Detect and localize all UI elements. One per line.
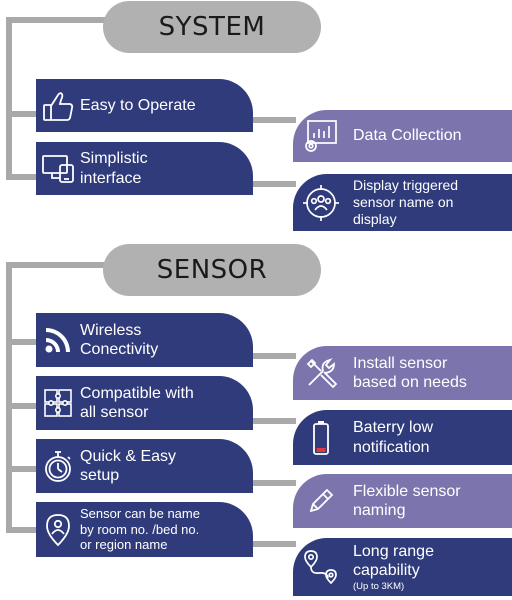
stopwatch-icon <box>36 448 80 484</box>
connector-wireless <box>6 339 38 345</box>
chart-gear-icon <box>299 118 343 154</box>
puzzle-icon <box>36 386 80 420</box>
connector-battery <box>252 418 296 424</box>
card-wireless: Wireless Conectivity <box>36 313 253 367</box>
long-range-sublabel: (Up to 3KM) <box>353 580 405 592</box>
thumbs-up-icon <box>36 89 80 123</box>
flexible-naming-label: Flexible sensor naming <box>353 482 461 519</box>
long-range-block: Long range capability (Up to 3KM) <box>353 542 434 593</box>
long-range-label: Long range capability <box>353 542 434 579</box>
data-collection-label: Data Collection <box>353 127 462 145</box>
easy-to-operate-label: Easy to Operate <box>80 96 196 114</box>
card-sensor-naming: Sensor can be name by room no. /bed no. … <box>36 502 253 557</box>
card-install-sensor: Install sensor based on needs <box>293 346 512 400</box>
connector-compatible <box>6 403 38 409</box>
system-header: SYSTEM <box>103 1 321 53</box>
display-triggered-label: Display triggered sensor name on display <box>353 177 459 227</box>
card-easy-to-operate: Easy to Operate <box>36 79 253 132</box>
sensor-title: SENSOR <box>156 255 268 285</box>
pencil-icon <box>299 486 343 516</box>
install-sensor-label: Install sensor based on needs <box>353 354 467 391</box>
compatible-label: Compatible with all sensor <box>80 384 194 421</box>
card-battery-low: Baterry low notification <box>293 410 512 465</box>
connector-quick <box>6 466 38 472</box>
wireless-label: Wireless Conectivity <box>80 321 159 358</box>
tools-icon <box>299 355 343 391</box>
system-header-connector <box>6 17 106 23</box>
simplistic-interface-label: Simplistic interface <box>80 150 148 187</box>
connector-display <box>252 181 296 187</box>
devices-icon <box>36 153 80 185</box>
sensor-trunk <box>6 262 12 533</box>
system-title: SYSTEM <box>158 12 266 42</box>
connector-simplistic <box>6 174 38 180</box>
sensor-header: SENSOR <box>103 244 321 296</box>
card-quick-setup: Quick & Easy setup <box>36 439 253 493</box>
connector-data-collection <box>252 117 296 123</box>
connector-long-range <box>252 541 296 547</box>
location-person-icon <box>36 512 80 548</box>
connector-flexible <box>252 480 296 486</box>
connector-easy <box>6 111 38 117</box>
system-trunk <box>6 17 12 180</box>
people-target-icon <box>299 184 343 222</box>
connector-install <box>252 353 296 359</box>
sensor-header-connector <box>6 262 106 268</box>
card-display-triggered: Display triggered sensor name on display <box>293 174 512 231</box>
wifi-icon <box>36 324 80 356</box>
sensor-naming-label: Sensor can be name by room no. /bed no. … <box>80 506 200 553</box>
card-compatible: Compatible with all sensor <box>36 376 253 430</box>
card-flexible-naming: Flexible sensor naming <box>293 474 512 528</box>
card-simplistic-interface: Simplistic interface <box>36 142 253 195</box>
card-long-range: Long range capability (Up to 3KM) <box>293 538 512 596</box>
battery-low-icon <box>299 420 343 456</box>
card-data-collection: Data Collection <box>293 110 512 162</box>
route-pin-icon <box>299 548 343 586</box>
quick-setup-label: Quick & Easy setup <box>80 447 177 484</box>
battery-low-label: Baterry low notification <box>353 419 434 456</box>
connector-naming <box>6 527 38 533</box>
